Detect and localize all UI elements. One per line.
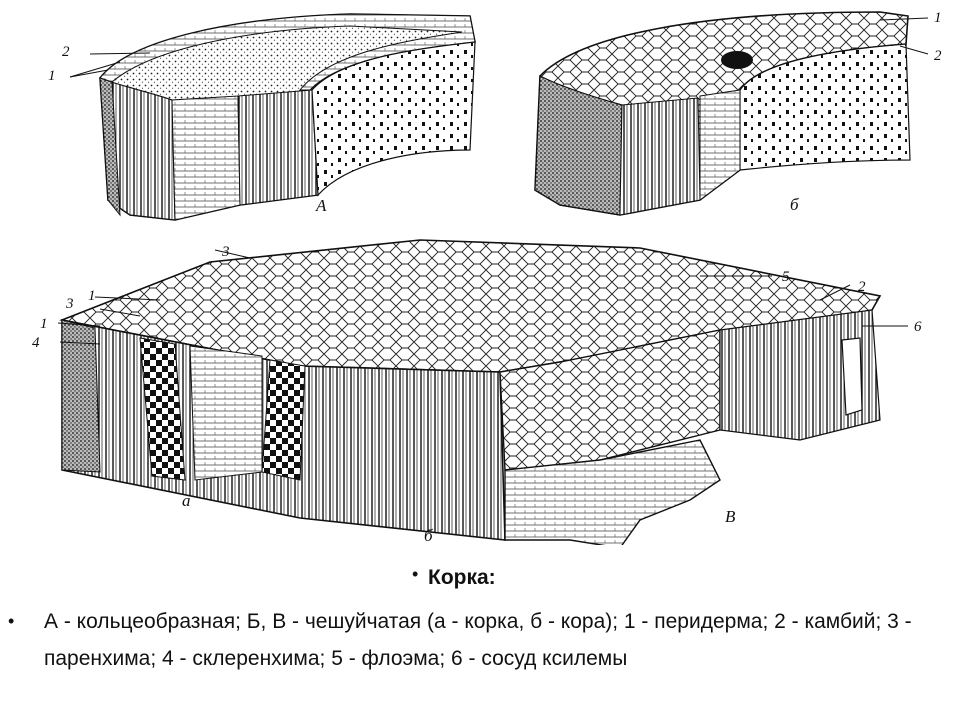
caption-heading-text: Корка: — [428, 566, 496, 589]
wood-bark-diagram: 2 1 А 1 2 б — [32, 10, 942, 545]
label-3-left: 3 — [65, 296, 74, 312]
label-sub-a: а — [182, 491, 191, 510]
label-block-a: А — [315, 196, 327, 215]
caption-heading: • Корка: — [412, 564, 496, 590]
label-4: 4 — [32, 335, 40, 351]
label-5: 5 — [782, 269, 790, 285]
bullet-icon: • — [412, 564, 419, 584]
label-2-c: 2 — [858, 279, 866, 295]
label-2-a: 2 — [62, 44, 70, 60]
label-1-b: 1 — [934, 10, 942, 26]
label-1-c-lower: 1 — [40, 316, 48, 332]
label-block-v: В — [725, 507, 736, 526]
label-1-a: 1 — [48, 68, 56, 84]
caption-body-text: А - кольцеобразная; Б, В - чешуйчатая (а… — [44, 610, 912, 670]
block-v-drawing: 3 1 3 1 4 5 2 6 а б В — [32, 239, 922, 545]
block-b-drawing: 1 2 б — [534, 10, 942, 216]
label-block-b: б — [790, 195, 799, 214]
label-1-c-upper: 1 — [88, 288, 96, 304]
label-2-b: 2 — [934, 48, 942, 64]
block-a-drawing: 2 1 А — [48, 13, 476, 221]
caption-body: • А - кольцеобразная; Б, В - чешуйчатая … — [8, 603, 944, 677]
bullet-icon: • — [8, 611, 15, 631]
label-6: 6 — [914, 319, 922, 335]
label-sub-b: б — [424, 526, 433, 545]
label-3-top: 3 — [221, 244, 230, 260]
